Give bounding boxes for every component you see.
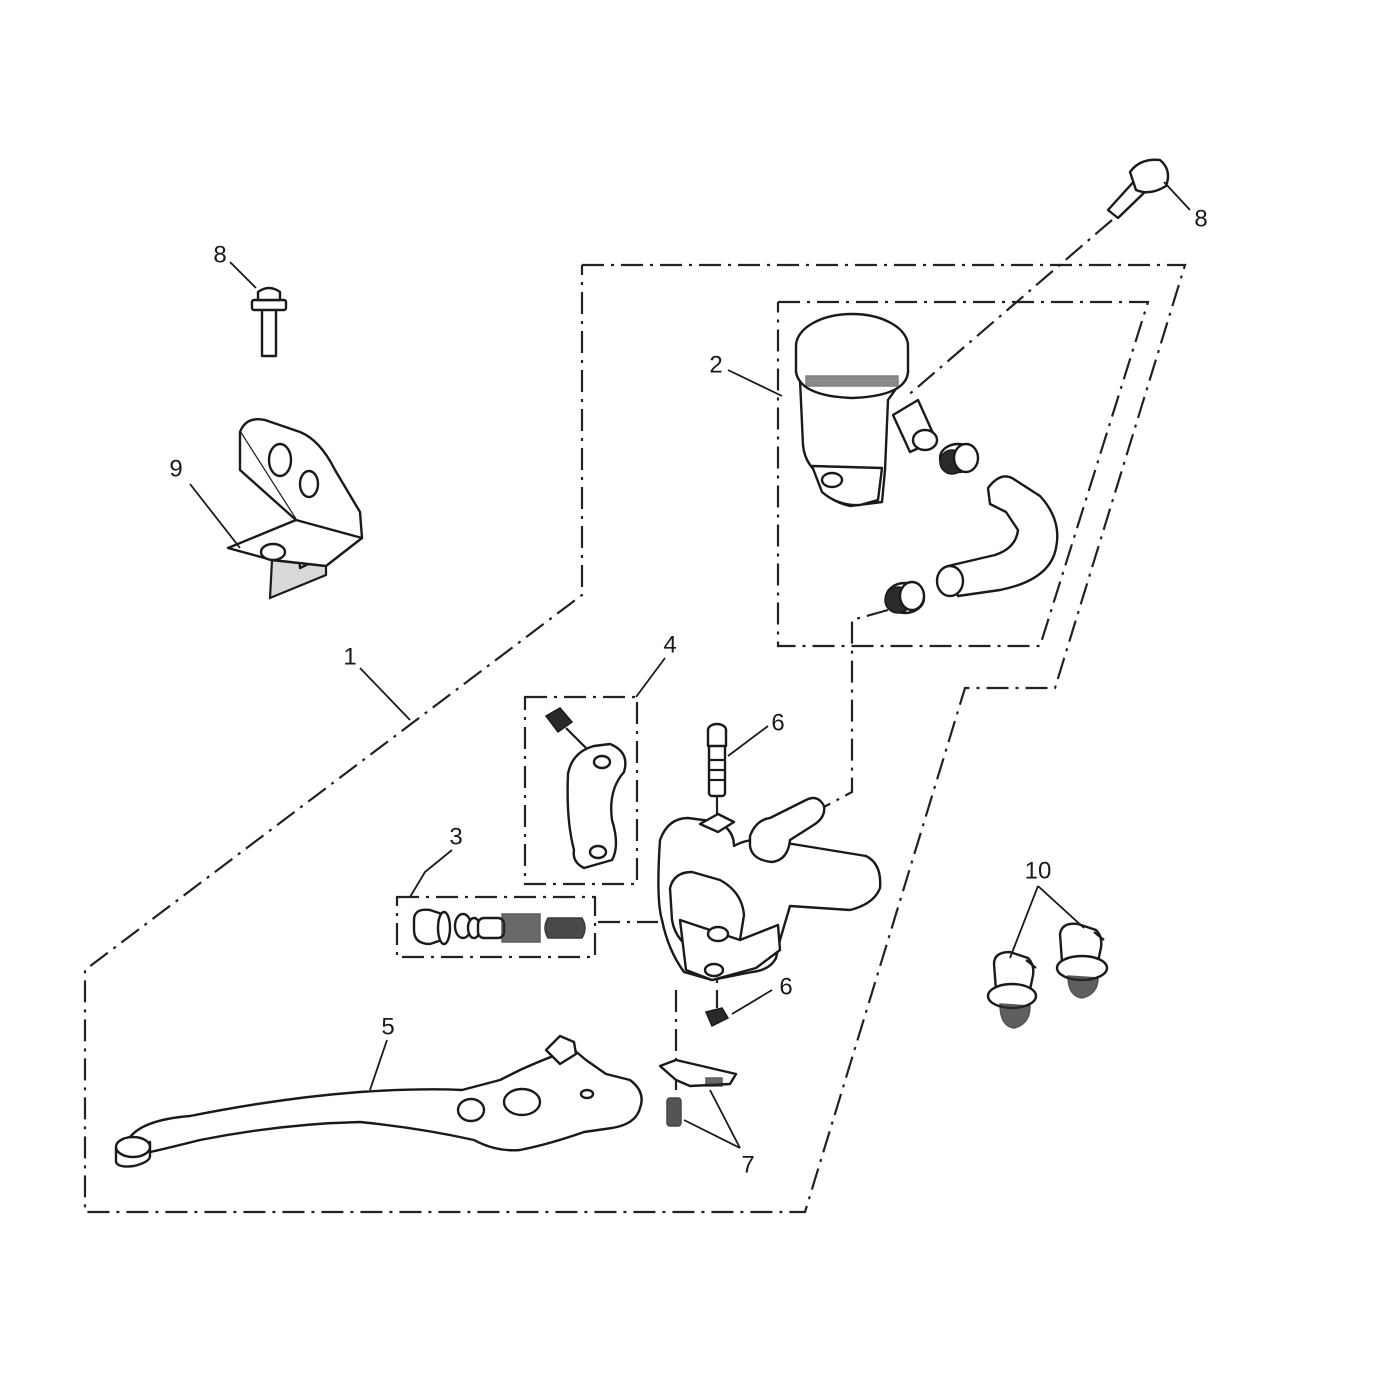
reservoir-hose	[935, 475, 1059, 598]
leader-2	[727, 369, 783, 397]
leader-8-left	[229, 261, 257, 289]
cable-clip-10-right	[1055, 922, 1109, 999]
leader-7a	[709, 1089, 741, 1149]
pivot-bolt-6	[706, 722, 728, 798]
master-cylinder-body	[657, 796, 882, 982]
callout-5: 5	[381, 1013, 394, 1040]
callout-3: 3	[449, 823, 462, 850]
callout-8-left: 8	[213, 241, 226, 268]
callout-4: 4	[663, 631, 676, 658]
hose-clamp-upper	[938, 442, 980, 475]
callout-10: 10	[1025, 857, 1052, 884]
callout-1: 1	[343, 643, 356, 670]
piston-kit-3	[412, 908, 586, 946]
flange-bolt-8-right	[1106, 158, 1170, 220]
leader-6-lower	[731, 989, 773, 1015]
mounting-bracket-9	[226, 418, 364, 600]
leader-1	[359, 667, 411, 721]
assembly-1-boundary	[83, 263, 1187, 1214]
bolt-8-alignment-line	[904, 219, 1113, 399]
callout-6-lower: 6	[779, 973, 792, 1000]
reservoir-kit-2-boundary	[776, 300, 1150, 648]
leader-8-right	[1163, 181, 1191, 211]
hose-alignment-line	[821, 608, 889, 809]
switch-screw-7	[666, 1097, 682, 1127]
fluid-reservoir-2	[794, 312, 939, 508]
leader-5	[369, 1039, 388, 1091]
callout-9: 9	[169, 455, 182, 482]
pivot-nut-6	[704, 1007, 730, 1028]
brake-light-switch-7	[658, 1058, 738, 1088]
piston-kit-3-boundary	[395, 895, 597, 959]
callout-8-right: 8	[1194, 205, 1207, 232]
callout-6-upper: 6	[771, 709, 784, 736]
flange-bolt-8-left	[250, 286, 288, 358]
hose-clamp-lower	[884, 580, 926, 615]
leader-9	[189, 483, 241, 549]
leader-4	[635, 657, 666, 698]
cable-clip-10-left	[986, 950, 1038, 1029]
callout-7: 7	[741, 1151, 754, 1178]
handlebar-clamp-4	[544, 707, 627, 870]
leader-6-upper	[727, 725, 769, 757]
leader-7b	[683, 1119, 741, 1149]
clutch-lever-5	[114, 1034, 643, 1168]
leader-10a	[1009, 885, 1039, 959]
callout-2: 2	[709, 351, 722, 378]
clamp-kit-4-boundary	[523, 695, 639, 886]
leader-3	[409, 849, 453, 898]
leader-10b	[1037, 885, 1085, 929]
